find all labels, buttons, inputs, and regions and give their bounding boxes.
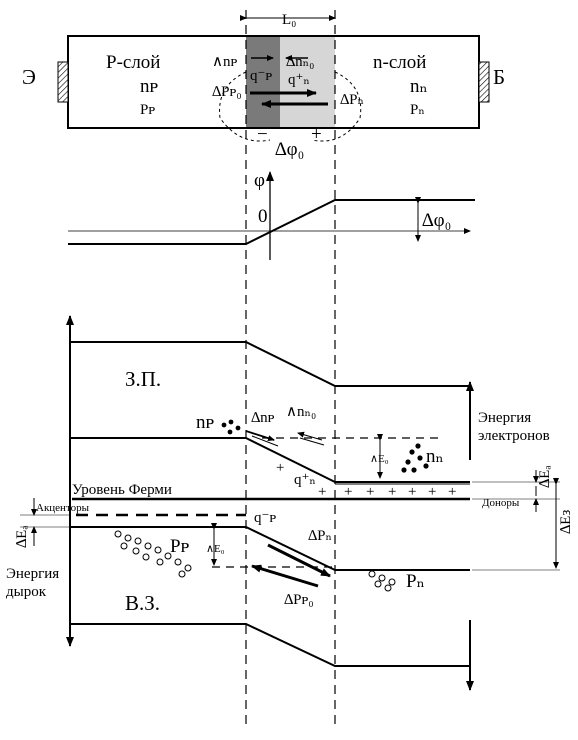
crystal-section: L₀ Э Б P-слой nᴘ Pᴘ n-слой nₙ Pₙ ∧nᴘ ∆nₙ… (22, 12, 505, 160)
valence-band-bottom (70, 623, 470, 667)
electron-backflow-arrow (297, 431, 323, 441)
p-side-electron-dots (221, 419, 241, 435)
hole-energy-label-line1: Энергия (6, 566, 59, 582)
electron-injection-arrow-shadow (251, 435, 279, 447)
p-side-hole-circles (114, 530, 192, 578)
conduction-band-edge (70, 437, 470, 483)
p-layer-title: P-слой (106, 52, 160, 73)
n-side-hole-circles (368, 570, 396, 592)
donor-gap-label: ∆Eₐ (537, 466, 553, 488)
conduction-band-top (70, 341, 470, 387)
hole-drift-arrow (251, 564, 319, 588)
hole-injection-label: ∆Pₙ (308, 528, 332, 544)
electron-injection-label: ∧nᴘ (212, 54, 237, 70)
positive-ion-charge: q⁺ₙ (288, 72, 310, 88)
base-contact (478, 61, 490, 103)
hole-energy-label-line2: дырок (6, 584, 47, 600)
valence-band-label: В.З. (125, 591, 160, 615)
width-label: L₀ (282, 12, 296, 28)
depletion-plus-sign: + (311, 124, 322, 145)
potential-profile: φ 0 ∆φ₀ (68, 170, 475, 260)
electron-injection-arrow (245, 430, 275, 442)
hole-diffusion-label: ∆Pᴘ₀ (284, 592, 314, 608)
donor-plus-sign: + (366, 484, 374, 500)
electron-barrier-label: ∧E₀ (370, 453, 389, 465)
hole-injection-arrow (267, 543, 331, 578)
negative-ion-charge: q⁻ᴘ (250, 68, 272, 84)
p-layer-electrons: nᴘ (140, 76, 159, 97)
band-gap-label: ∆Eз (558, 510, 574, 534)
hole-injection-label: ∆Pₙ (340, 92, 364, 108)
donor-plus-sign: + (388, 484, 396, 500)
emitter-label: Э (22, 65, 36, 89)
p-side-holes-label: Pᴘ (170, 536, 190, 557)
base-label: Б (493, 65, 505, 89)
energy-band-diagram: Уровень Ферми Акценторы Доноры З.П. В.З.… (6, 315, 574, 691)
p-side-electrons-label: nᴘ (196, 412, 215, 433)
n-side-holes-label: Pₙ (406, 571, 425, 592)
hole-diffusion-label: ∆Pᴘ₀ (212, 84, 242, 100)
electron-injection-label: ∆nᴘ (251, 410, 275, 426)
negative-space-charge-region (246, 36, 280, 128)
donor-plus-row: + + + + + + + (318, 484, 456, 500)
hole-barrier-label: ∧E₀ (206, 543, 225, 555)
electron-energy-label-line2: электронов (478, 428, 550, 444)
p-layer-holes: Pᴘ (140, 102, 155, 118)
depletion-minus-sign: − (257, 124, 268, 145)
donor-plus-sign: + (408, 484, 416, 500)
electron-energy-label-line1: Энергия (478, 410, 531, 426)
electron-diffusion-label: ∆nₙ₀ (286, 54, 314, 70)
conduction-band-label: З.П. (125, 367, 161, 391)
donor-label: Доноры (482, 497, 520, 509)
potential-curve (68, 199, 475, 245)
donor-ion-plus: + (276, 460, 284, 476)
electron-backflow-arrow-shadow (299, 437, 325, 446)
acceptor-label: Акценторы (36, 502, 90, 514)
donor-ion-charge-label: q⁺ₙ (294, 472, 316, 488)
right-return-curve (311, 71, 362, 142)
potential-step-label: ∆φ₀ (422, 210, 451, 231)
donor-plus-sign: + (448, 484, 456, 500)
acceptor-gap-label: ∆Eₐ (14, 526, 30, 548)
acceptor-ion-charge-label: q⁻ᴘ (254, 510, 276, 526)
donor-plus-sign: + (344, 484, 352, 500)
n-layer-holes: Pₙ (410, 102, 425, 118)
donor-plus-sign: + (318, 484, 326, 500)
n-layer-title: n-слой (373, 52, 426, 73)
potential-origin-label: 0 (258, 206, 268, 227)
electron-diffusion-label: ∧nₙ₀ (286, 404, 316, 420)
emitter-contact (57, 61, 69, 103)
positive-space-charge-region (280, 36, 335, 128)
fermi-level-label: Уровень Ферми (72, 482, 172, 498)
left-return-curve (219, 71, 271, 142)
donor-plus-sign: + (428, 484, 436, 500)
n-side-electron-dots (401, 443, 429, 473)
n-side-electrons-label: nₙ (426, 446, 444, 467)
potential-axis-label: φ (254, 170, 265, 191)
valence-band-edge (70, 526, 470, 571)
contact-potential-label: ∆φ₀ (275, 139, 304, 160)
n-layer-electrons: nₙ (410, 76, 428, 97)
